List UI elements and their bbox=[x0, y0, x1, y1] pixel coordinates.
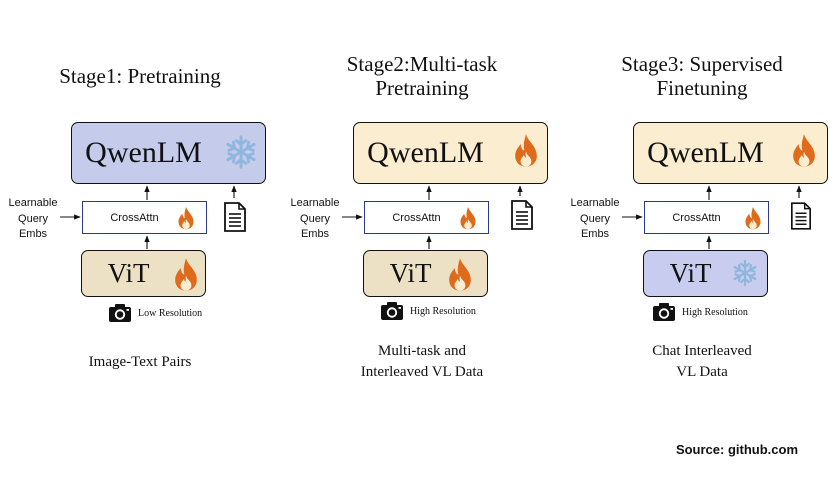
flame-icon bbox=[515, 134, 537, 167]
camera-icon bbox=[653, 303, 675, 321]
stage-1: Stage1: Pretraining QwenLM Learnable Que… bbox=[0, 0, 280, 420]
qwenlm-label: QwenLM bbox=[647, 136, 764, 169]
camera-icon bbox=[381, 302, 403, 320]
qwenlm-label: QwenLM bbox=[85, 136, 202, 169]
resolution-indicator: High Resolution bbox=[652, 302, 748, 322]
qwenlm-box: QwenLM bbox=[71, 122, 266, 184]
crossattn-label: CrossAttn bbox=[672, 211, 721, 224]
vit-label: ViT bbox=[107, 258, 150, 288]
snowflake-icon bbox=[733, 259, 757, 287]
learnable-query-label: Learnable Query Embs bbox=[8, 197, 58, 240]
vit-label: ViT bbox=[669, 258, 712, 288]
resolution-label: High Resolution bbox=[410, 305, 476, 317]
flame-icon bbox=[793, 134, 815, 167]
flame-icon bbox=[178, 206, 194, 230]
flame-icon bbox=[449, 258, 471, 291]
snowflake-icon bbox=[226, 135, 256, 169]
crossattn-box: CrossAttn bbox=[82, 201, 207, 234]
resolution-label: Low Resolution bbox=[138, 307, 203, 319]
stage-title: Stage2:Multi-task Pretraining bbox=[346, 52, 498, 100]
stage-3: Stage3: Supervised Finetuning QwenLM Lea… bbox=[562, 0, 840, 420]
qwenlm-box: QwenLM bbox=[633, 122, 828, 184]
document-icon bbox=[224, 202, 246, 232]
flame-icon bbox=[745, 206, 761, 230]
qwenlm-label: QwenLM bbox=[367, 136, 484, 169]
crossattn-label: CrossAttn bbox=[110, 211, 159, 224]
training-data-label: Image-Text Pairs bbox=[88, 354, 192, 370]
resolution-label: High Resolution bbox=[682, 306, 748, 318]
stage-title: Stage3: Supervised Finetuning bbox=[621, 52, 783, 100]
document-icon bbox=[791, 202, 811, 230]
crossattn-label: CrossAttn bbox=[392, 211, 441, 224]
vit-box: ViT bbox=[363, 250, 488, 297]
learnable-query-label: Learnable Query Embs bbox=[290, 197, 340, 240]
camera-icon bbox=[109, 304, 131, 322]
qwenlm-box: QwenLM bbox=[353, 122, 548, 184]
resolution-indicator: High Resolution bbox=[380, 301, 476, 321]
source-caption: Source: github.com bbox=[675, 442, 798, 457]
stage-2: Stage2:Multi-task Pretraining QwenLM Lea… bbox=[282, 0, 562, 420]
flame-icon bbox=[460, 206, 476, 230]
training-data-label: Multi-task and Interleaved VL Data bbox=[360, 343, 484, 380]
stage-title: Stage1: Pretraining bbox=[59, 64, 221, 88]
flame-icon bbox=[175, 258, 197, 291]
learnable-query-label: Learnable Query Embs bbox=[570, 197, 620, 240]
document-icon bbox=[511, 200, 533, 230]
training-data-label: Chat Interleaved VL Data bbox=[652, 343, 752, 380]
resolution-indicator: Low Resolution bbox=[108, 303, 202, 323]
vit-label: ViT bbox=[389, 258, 432, 288]
